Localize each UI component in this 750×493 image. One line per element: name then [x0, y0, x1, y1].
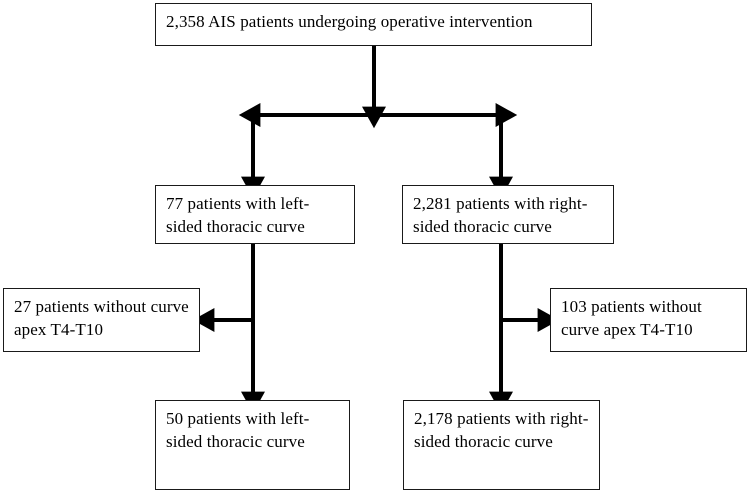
node-left-branch-label: 77 patients with left-sided thoracic cur…: [166, 194, 310, 236]
node-left-excluded: 27 patients without curve apex T4-T10: [3, 288, 200, 352]
node-root: 2,358 AIS patients undergoing operative …: [155, 3, 592, 46]
node-left-final-label: 50 patients with left-sided thoracic cur…: [166, 409, 310, 451]
node-right-excluded: 103 patients without curve apex T4-T10: [550, 288, 747, 352]
node-right-final-label: 2,178 patients with right-sided thoracic…: [414, 409, 589, 451]
node-root-label: 2,358 AIS patients undergoing operative …: [166, 12, 533, 31]
node-right-excluded-label: 103 patients without curve apex T4-T10: [561, 297, 702, 339]
node-left-branch: 77 patients with left-sided thoracic cur…: [155, 185, 355, 244]
node-left-final: 50 patients with left-sided thoracic cur…: [155, 400, 350, 490]
node-left-excluded-label: 27 patients without curve apex T4-T10: [14, 297, 189, 339]
node-right-branch: 2,281 patients with right-sided thoracic…: [402, 185, 614, 244]
node-right-final: 2,178 patients with right-sided thoracic…: [403, 400, 600, 490]
node-right-branch-label: 2,281 patients with right-sided thoracic…: [413, 194, 588, 236]
